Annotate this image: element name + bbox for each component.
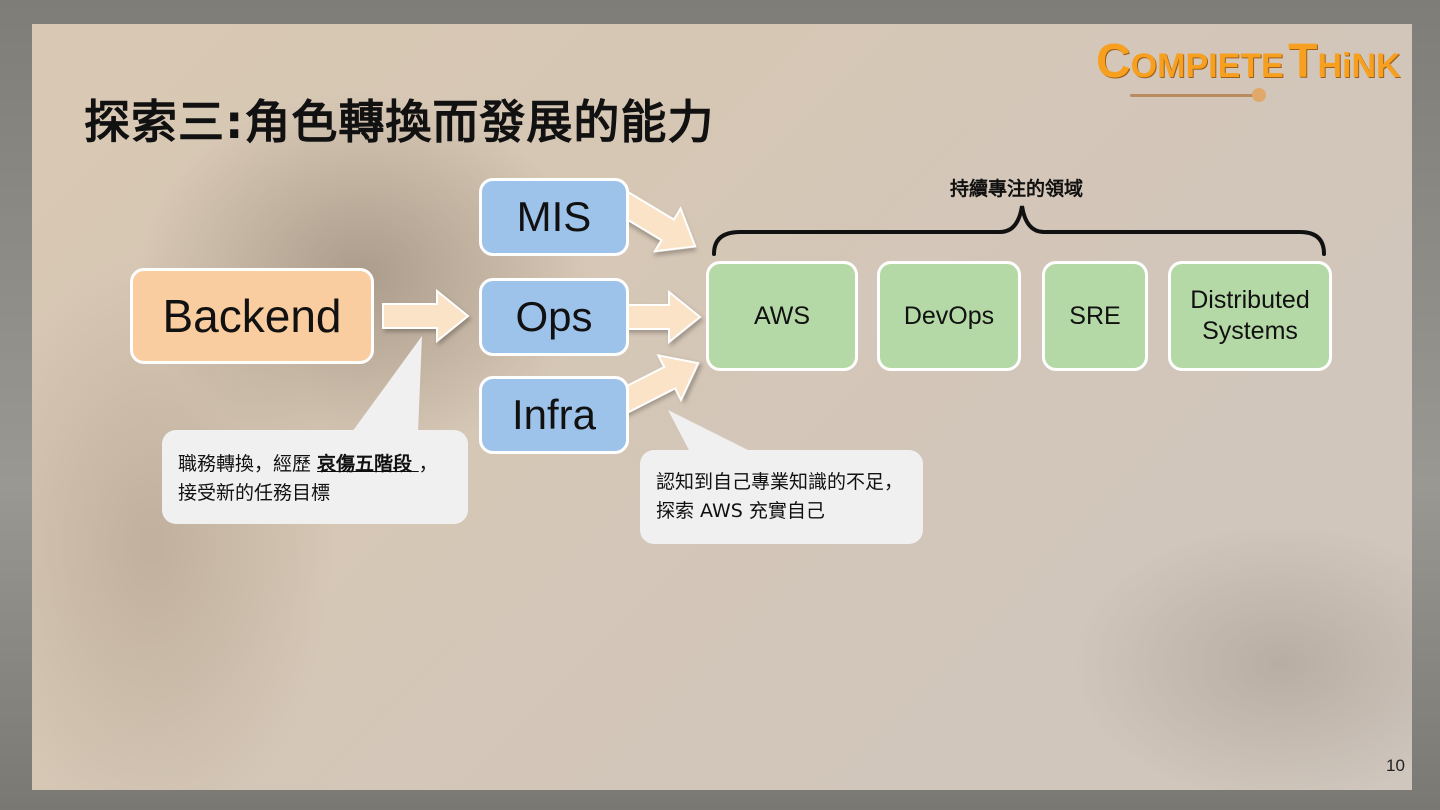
devops-node: DevOps (877, 261, 1021, 371)
callout-right-pointer (668, 410, 752, 452)
slide-canvas (32, 24, 1412, 790)
logo-underline (1130, 94, 1258, 97)
aws-node: AWS (706, 261, 858, 371)
aws-learning-callout: 認知到自己專業知識的不足，探索 AWS 充實自己 (640, 450, 923, 544)
role-change-callout: 職務轉換，經歷 哀傷五階段 ，接受新的任務目標 (162, 430, 468, 524)
slide-title: 探索三:角色轉換而發展的能力 (84, 95, 715, 149)
focus-brace (712, 205, 1326, 256)
arrow-backend-to-ops (382, 288, 470, 344)
mis-node: MIS (479, 178, 629, 256)
arrow-infra-to-aws (611, 354, 700, 417)
grief-stages-emphasis: 哀傷五階段 (317, 453, 419, 475)
logo-dot (1252, 88, 1266, 102)
page-number: 10 (1386, 756, 1405, 775)
distributed-systems-node: Distributed Systems (1168, 261, 1332, 371)
sre-node: SRE (1042, 261, 1148, 371)
compiete-think-logo: COMPIETE THiNK (1096, 34, 1401, 114)
logo-wordmark: COMPIETE THiNK (1096, 35, 1401, 88)
backend-node: Backend (130, 268, 374, 364)
callout-left-pointer (352, 336, 422, 432)
ops-node: Ops (479, 278, 629, 356)
infra-node: Infra (479, 376, 629, 454)
focus-areas-label: 持續專注的領域 (950, 178, 1084, 200)
